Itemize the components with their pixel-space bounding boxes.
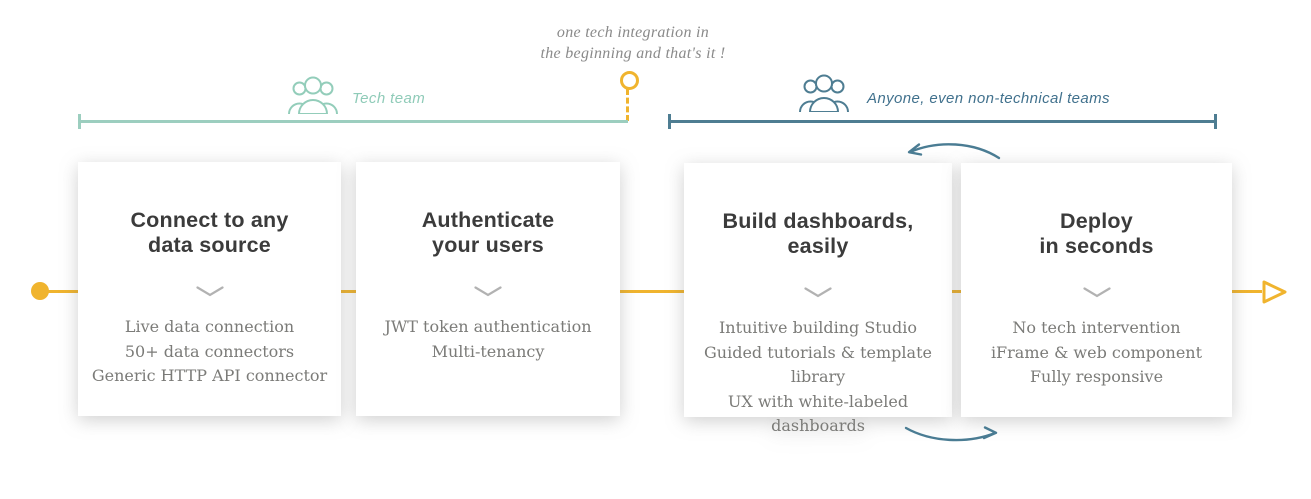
feature-item: Guided tutorials & template library xyxy=(704,342,932,387)
feature-item: UX with white-labeled dashboards xyxy=(727,391,909,436)
feature-item: Multi-tenancy xyxy=(431,341,545,361)
feature-item: Intuitive building Studio xyxy=(718,318,918,337)
chevron-down-icon xyxy=(804,287,832,298)
chevron-down-icon xyxy=(474,286,502,297)
timeline-start-dot xyxy=(31,282,49,300)
annotation-marker-ring xyxy=(620,71,639,90)
annotation-dashed-connector xyxy=(626,89,629,121)
annotation-line-2: the beginning and that's it ! xyxy=(540,45,726,62)
feature-item: 50+ data connectors xyxy=(124,341,295,361)
step-card-deploy: Deploy in seconds No tech intervention i… xyxy=(961,163,1232,417)
phase-tech-label: Tech team xyxy=(352,90,426,107)
annotation-note: one tech integration in the beginning an… xyxy=(541,22,726,64)
feature-item: Generic HTTP API connector xyxy=(91,366,328,385)
step-card-build: Build dashboards, easily Intuitive build… xyxy=(684,163,952,435)
people-group-icon xyxy=(799,74,849,112)
annotation-line-1: one tech integration in xyxy=(556,24,710,41)
phase-tech-line xyxy=(78,120,628,123)
feature-item: JWT token authentication xyxy=(384,317,592,336)
card-feature-list: Intuitive building Studio Guided tutoria… xyxy=(684,316,952,439)
card-feature-list: No tech intervention iFrame & web compon… xyxy=(961,316,1232,390)
iteration-arrow-left-icon xyxy=(907,143,1001,160)
phase-anyone-label: Anyone, even non-technical teams xyxy=(867,90,1110,107)
chevron-down-icon xyxy=(1082,287,1111,298)
timeline-end-arrow-icon xyxy=(1262,280,1287,304)
step-card-connect: Connect to any data source Live data con… xyxy=(78,162,341,416)
feature-item: iFrame & web component xyxy=(990,342,1203,362)
feature-item: No tech intervention xyxy=(1012,318,1181,337)
card-title: Authenticate your users xyxy=(421,208,555,257)
timeline-line xyxy=(46,290,1262,293)
iteration-arrow-right-icon xyxy=(904,426,998,442)
phase-anyone-line xyxy=(668,120,1217,123)
card-title: Build dashboards, easily xyxy=(722,209,914,258)
feature-item: Fully responsive xyxy=(1029,367,1164,386)
feature-item: Live data connection xyxy=(124,317,295,336)
card-title: Deploy in seconds xyxy=(1039,209,1154,258)
people-group-icon xyxy=(288,76,338,114)
card-feature-list: JWT token authentication Multi-tenancy xyxy=(356,315,620,364)
chevron-down-icon xyxy=(195,286,224,297)
step-card-authenticate: Authenticate your users JWT token authen… xyxy=(356,162,620,416)
card-feature-list: Live data connection 50+ data connectors… xyxy=(78,315,341,389)
card-title: Connect to any data source xyxy=(130,208,289,257)
phase-anyone-end-tick xyxy=(1214,114,1217,129)
